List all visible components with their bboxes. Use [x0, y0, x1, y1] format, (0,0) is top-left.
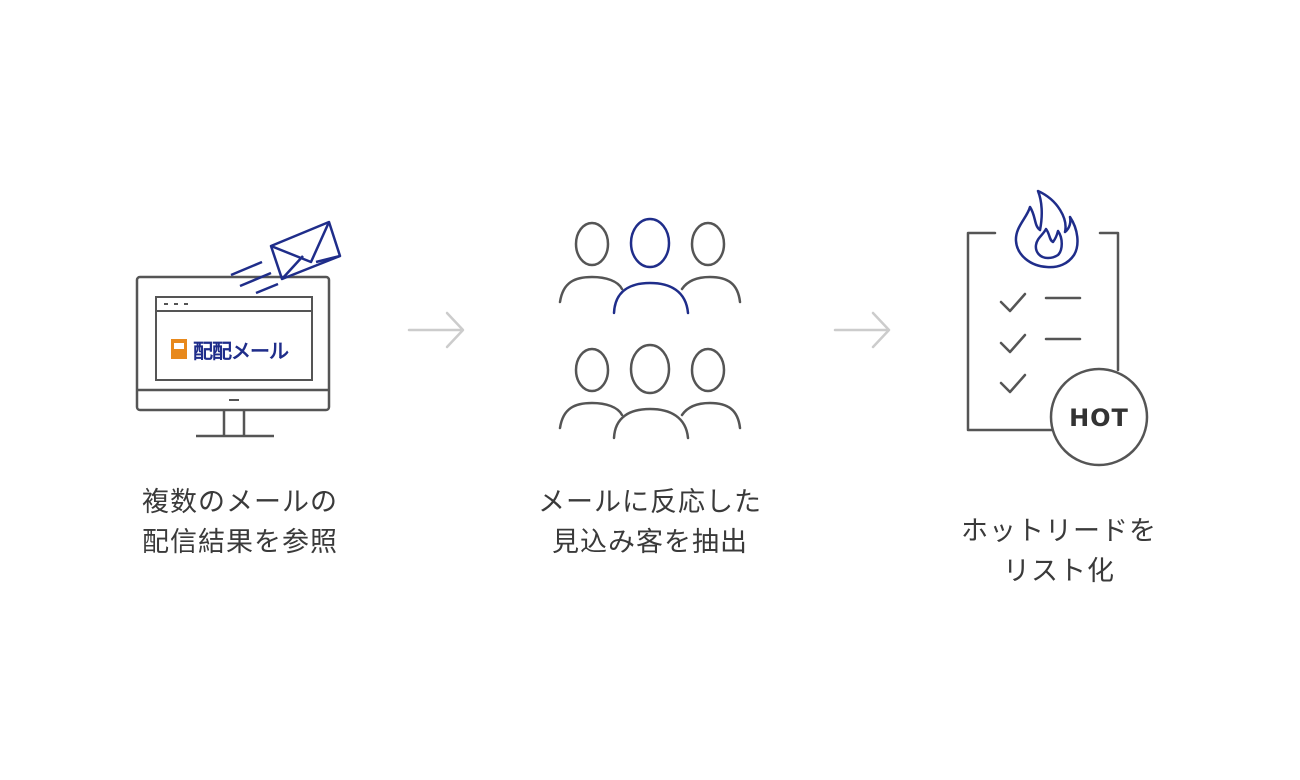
people-group-icon: [558, 217, 742, 440]
hot-badge-label: HOT: [1069, 404, 1129, 432]
step-2-caption-line-2: 見込み客を抽出: [552, 527, 748, 558]
browser-window-icon: [155, 296, 313, 381]
step-3-caption-line-2: リスト化: [1003, 556, 1115, 587]
arrow-right-icon: [833, 311, 891, 349]
step-2-caption-line-1: メールに反応した: [538, 487, 762, 518]
checklist-icon: [966, 231, 1120, 432]
arrow-right-icon: [407, 311, 465, 349]
step-1-caption: 複数のメールの 配信結果を参照: [80, 483, 400, 563]
step-1-caption-line-2: 配信結果を参照: [142, 527, 338, 558]
step-2-caption: メールに反応した 見込み客を抽出: [490, 483, 810, 563]
monitor-icon: [135, 275, 331, 438]
hot-badge: HOT: [1049, 367, 1149, 467]
flame-icon: [1014, 189, 1079, 269]
envelope-icon: [230, 220, 342, 295]
brand-name: 配配メール: [193, 339, 289, 363]
step-1-caption-line-1: 複数のメールの: [142, 487, 338, 518]
brand-logo: 配配メール: [171, 339, 290, 363]
step-3-caption-line-1: ホットリードを: [961, 516, 1157, 547]
step-3-caption: ホットリードを リスト化: [899, 512, 1219, 592]
